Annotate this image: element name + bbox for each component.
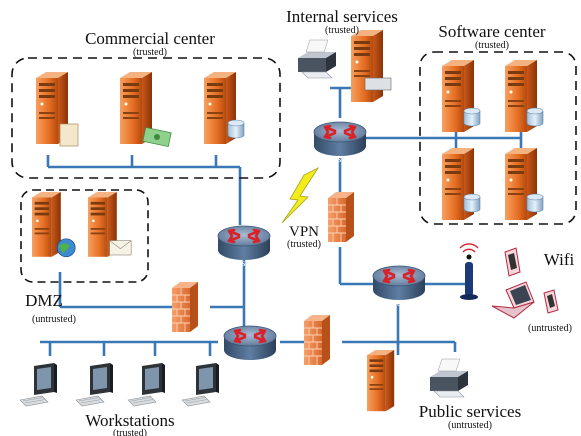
dmz-title: DMZ — [25, 291, 63, 310]
public-services-trust: (untrusted) — [448, 420, 492, 431]
public-services-server — [367, 350, 395, 412]
software-server-4 — [505, 148, 544, 220]
dmz-web-server — [32, 192, 76, 258]
router-middle-label: trusted — [232, 258, 257, 268]
dmz-group — [20, 189, 149, 283]
public-services-printer — [429, 358, 469, 398]
internal-services-title: Internal services — [286, 7, 398, 26]
workstation-3 — [127, 362, 166, 407]
router-top: trusted — [312, 120, 368, 164]
dmz-trust: (untrusted) — [32, 314, 76, 325]
wifi-trust: (untrusted) — [528, 323, 572, 334]
workstation-4 — [181, 362, 220, 407]
wifi-title: Wifi — [544, 250, 575, 269]
software-center-title: Software center — [438, 22, 545, 41]
firewall-public — [303, 314, 331, 366]
router-bottom-label: trusted — [238, 358, 263, 368]
wifi-laptop-icon — [491, 281, 535, 319]
firewall-vpn — [327, 191, 355, 243]
workstation-1 — [19, 362, 58, 407]
software-server-3 — [442, 148, 481, 220]
vpn-trust: (trusted) — [287, 239, 321, 250]
software-server-1 — [442, 60, 481, 132]
router-top-label: trusted — [328, 154, 353, 164]
router-untrusted-label: untrusted — [382, 298, 416, 308]
commercial-center-title: Commercial center — [85, 29, 215, 48]
wifi-antenna-icon — [459, 243, 479, 300]
commercial-server-documents — [36, 72, 79, 147]
workstations-trust: (trusted) — [113, 428, 147, 436]
workstation-2 — [75, 362, 114, 407]
commercial-center-group — [11, 57, 281, 179]
commercial-server-database — [204, 72, 245, 144]
software-server-2 — [505, 60, 544, 132]
software-center-trust: (trusted) — [475, 40, 509, 51]
firewall-dmz — [171, 281, 199, 333]
vpn-lightning-icon — [281, 166, 320, 224]
vpn-title: VPN — [289, 224, 319, 240]
public-services-title: Public services — [419, 402, 521, 421]
wifi-handheld-icon — [543, 289, 559, 314]
wifi-phone-icon — [504, 247, 521, 277]
workstations-title: Workstations — [85, 411, 174, 430]
commercial-server-money — [120, 72, 172, 148]
internal-services-printer — [297, 39, 337, 79]
router-bottom: trusted — [222, 324, 278, 368]
router-untrusted: untrusted — [371, 264, 427, 308]
dmz-mail-server — [88, 192, 132, 257]
internal-services-trust: (trusted) — [325, 25, 359, 36]
internal-services-server — [351, 30, 392, 102]
router-middle: trusted — [216, 224, 272, 268]
commercial-center-trust: (trusted) — [133, 47, 167, 58]
software-center-group — [419, 51, 577, 225]
